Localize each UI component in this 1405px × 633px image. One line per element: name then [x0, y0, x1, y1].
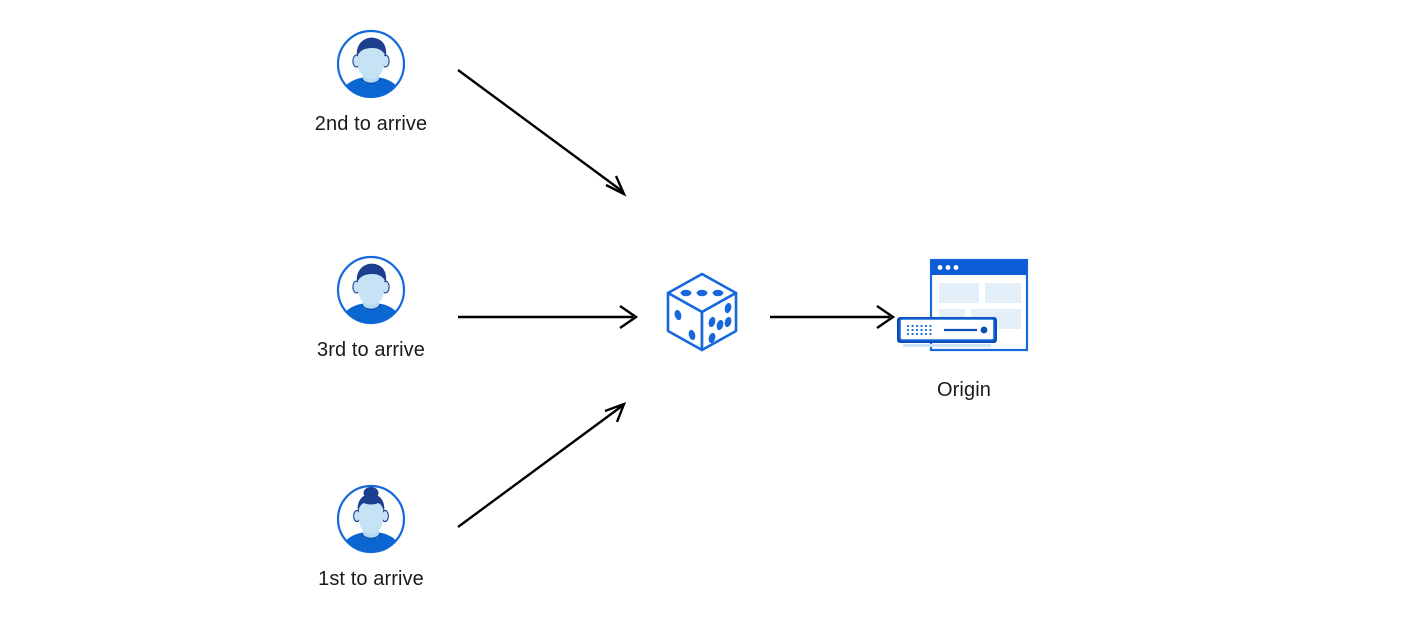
node-label-visitor-3rd: 3rd to arrive: [316, 339, 425, 361]
arrow-dice-to-origin: [770, 305, 896, 329]
arrow-1st-to-dice: [457, 401, 627, 528]
server-appliance: [897, 317, 997, 347]
node-visitor-1st[interactable]: 1st to arrive: [311, 482, 431, 591]
arrow-3rd-to-dice: [458, 305, 639, 329]
node-origin[interactable]: Origin: [889, 255, 1039, 402]
node-label-origin: Origin: [937, 379, 991, 401]
arrow-2nd-to-dice: [457, 69, 627, 197]
user-avatar-icon: [334, 27, 408, 101]
user-avatar-icon: [334, 253, 408, 327]
user-avatar-icon: [334, 482, 408, 556]
node-visitor-3rd[interactable]: 3rd to arrive: [311, 253, 431, 362]
node-label-visitor-1st: 1st to arrive: [318, 568, 424, 590]
origin-server-icon: [889, 255, 1039, 365]
node-label-visitor-2nd: 2nd to arrive: [314, 113, 428, 135]
node-dice[interactable]: [658, 268, 746, 356]
node-visitor-2nd[interactable]: 2nd to arrive: [311, 27, 431, 136]
dice-icon: [658, 268, 746, 356]
